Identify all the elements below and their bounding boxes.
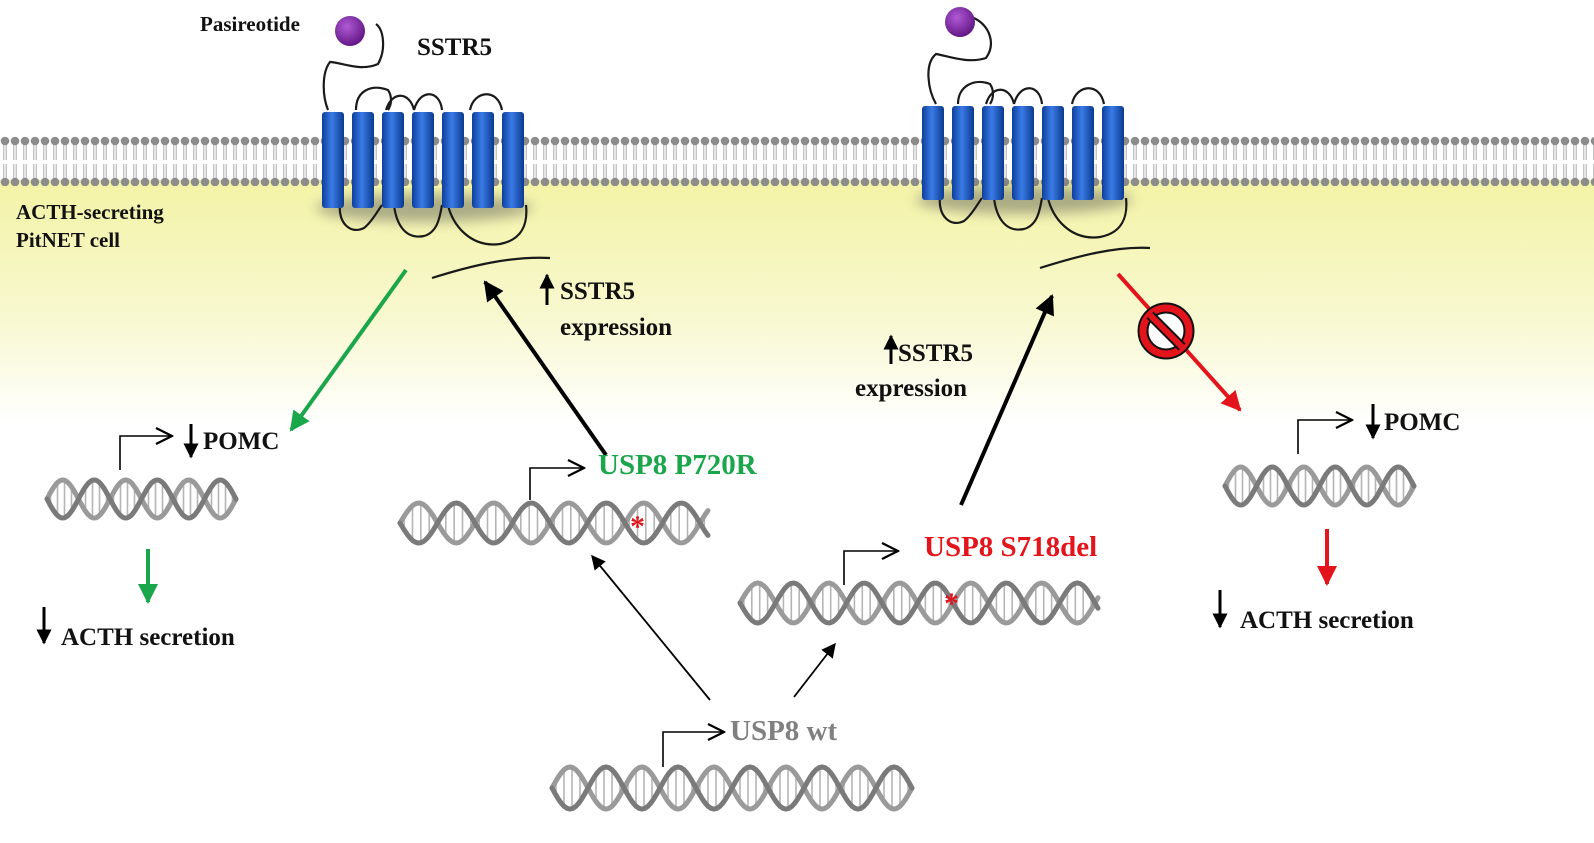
cell-label-line2: PitNET cell — [16, 228, 121, 252]
promoter-arrow-icon-p720r — [529, 468, 584, 500]
promoter-arrow-icon-wt — [662, 732, 724, 767]
arrow-black-s718del-to-receptor — [959, 294, 1054, 506]
prohibition-icon — [1137, 302, 1195, 360]
sstr5-expression-label-left-line1: SSTR5 — [560, 278, 636, 305]
sstr5-expression-label-right-line1: SSTR5 — [898, 340, 974, 367]
arrow-green-receptor-to-pomc — [289, 268, 408, 432]
cell-membrane — [0, 136, 1594, 186]
promoter-arrow-icon-pomc-left — [119, 436, 172, 470]
sstr5-receptor-left — [316, 23, 551, 280]
mutation-marker-s718del: * — [944, 587, 959, 620]
promoter-arrow-icon-s718del — [843, 551, 898, 585]
sstr5-receptor-label: SSTR5 — [417, 34, 493, 61]
pomc-label-right: POMC — [1384, 409, 1461, 436]
receptor-loops-left — [322, 23, 504, 111]
sstr5-expression-label-left-line2: expression — [560, 314, 673, 341]
dna-helix-p720r — [397, 500, 711, 546]
transmembrane-helices-left — [322, 112, 524, 208]
usp8-p720r-label: USP8 P720R — [598, 449, 757, 481]
receptor-c-tail-left — [431, 256, 551, 280]
promoter-arrow-icon-pomc-right — [1297, 420, 1352, 454]
sstr5-expression-label-right-line2: expression — [855, 375, 968, 402]
arrow-black-p720r-to-receptor — [483, 280, 608, 457]
pasireotide-ligand-left — [335, 16, 365, 46]
mutation-marker-p720r: * — [630, 510, 645, 543]
dna-helix-wt — [549, 764, 915, 812]
pasireotide-ligand-right — [945, 7, 975, 37]
acth-secretion-label-right: ACTH secretion — [1240, 607, 1414, 634]
pomc-label-left: POMC — [203, 428, 280, 455]
dna-helix-s718del — [737, 580, 1101, 626]
acth-secretion-label-left: ACTH secretion — [61, 624, 235, 651]
usp8-s718del-label: USP8 S718del — [924, 531, 1098, 563]
arrow-wt-to-s718del — [793, 642, 836, 698]
pasireotide-label: Pasireotide — [200, 12, 300, 36]
arrow-wt-to-p720r — [591, 554, 711, 701]
transmembrane-helices-right — [922, 106, 1124, 200]
cell-label-line1: ACTH-secreting — [16, 200, 164, 224]
dna-helix-pomc-left — [44, 477, 239, 521]
cytoplasm — [0, 180, 1594, 425]
dna-helix-pomc-right — [1222, 464, 1417, 508]
usp8-wt-label: USP8 wt — [730, 715, 838, 747]
sstr5-receptor-right — [916, 17, 1151, 270]
